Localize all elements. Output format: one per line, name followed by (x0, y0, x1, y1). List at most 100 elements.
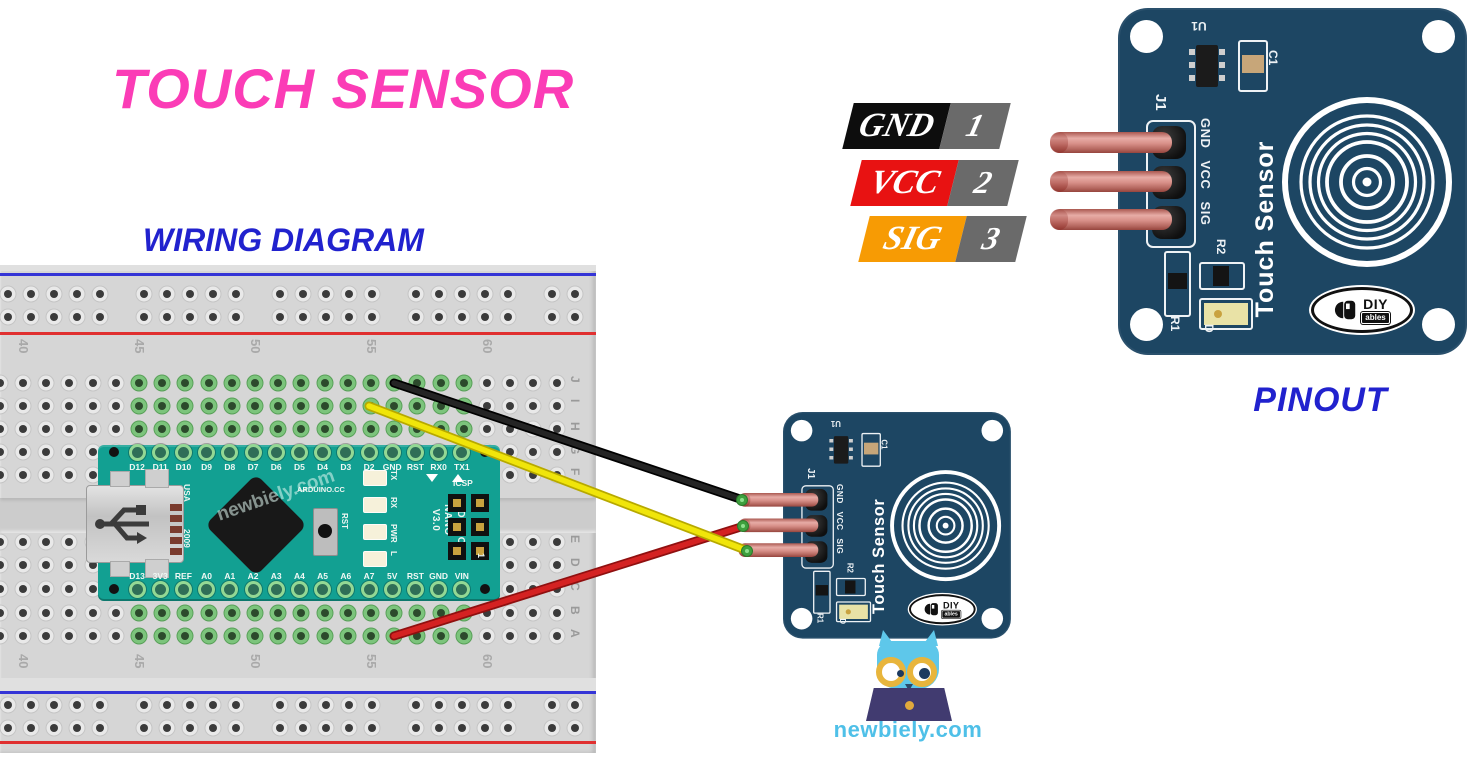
breadboard-hole-active (459, 425, 468, 433)
breadboard-hole-active (459, 402, 468, 410)
nano-pin-gnd (386, 446, 398, 458)
breadboard-hole (276, 313, 284, 321)
r1-ref-label: R1 (1168, 316, 1182, 332)
usb-shield-tab (110, 561, 130, 577)
breadboard-hole (163, 724, 171, 732)
breadboard-hole (88, 471, 97, 479)
breadboard-hole (140, 724, 148, 732)
breadboard-hole (111, 632, 120, 640)
nano-pin-d4 (317, 446, 329, 458)
breadboard-hole-active (204, 609, 213, 617)
breadboard-hole-active (181, 632, 190, 640)
breadboard-hole (42, 402, 51, 410)
c1-ref-label: C1 (879, 439, 889, 450)
reset-label: RST (340, 513, 349, 529)
nano-pin-label: RST (406, 462, 424, 472)
nano-pin-label: RST (406, 571, 424, 581)
breadboard-hole (458, 290, 466, 298)
row-letter-label: D (568, 558, 582, 567)
breadboard-hole (552, 632, 561, 640)
touch-pad-icon (1282, 97, 1452, 267)
breadboard-hole-active (135, 609, 143, 617)
breadboard-hole (88, 561, 97, 569)
breadboard-hole (345, 724, 353, 732)
nano-pin-label: VIN (454, 571, 469, 581)
breadboard-hole (506, 561, 515, 569)
breadboard-hole (368, 724, 376, 732)
mount-hole (1130, 20, 1163, 53)
breadboard-hole-active (320, 609, 329, 617)
breadboard-hole-active (251, 425, 259, 433)
usb-shield-tab (145, 469, 169, 488)
touch-sensor-pinout-view: U1 C1 J1 GND VCC SIG R1 R2 D Touch Senso… (1050, 8, 1467, 355)
breadboard-hole-active (204, 632, 213, 640)
nano-pin-rx0 (433, 446, 445, 458)
breadboard-hole-active (204, 425, 213, 433)
icsp-header-pin (448, 518, 466, 536)
wiring-diagram-label: WIRING DIAGRAM (143, 222, 424, 258)
nano-pin-a7 (363, 583, 375, 595)
usa-label: USA (182, 484, 192, 502)
breadboard-hole (529, 402, 538, 410)
breadboard-hole (19, 425, 27, 433)
nano-pin-label: TX1 (454, 462, 470, 472)
breadboard-hole (412, 313, 420, 321)
sensor-header-pin-vcc (1050, 171, 1172, 192)
diyables-logo: DIY ables (909, 594, 976, 625)
breadboard-hole (65, 402, 74, 410)
nano-pin-label: RX0 (430, 462, 447, 472)
power-rail-blue-line-top (0, 273, 596, 276)
nano-pin-a6 (340, 583, 352, 595)
breadboard-hole-active (181, 379, 190, 387)
nano-pin-label: GND (382, 462, 402, 472)
breadboard-hole (506, 585, 515, 593)
breadboard-hole (571, 290, 579, 298)
breadboard-hole (481, 290, 489, 298)
breadboard-divider (0, 678, 596, 691)
nano-pin-label: D8 (224, 462, 236, 472)
icsp-header-pin (471, 518, 489, 536)
touch-sensor-wiring-view: U1 C1 J1 GND VCC SIG R1 R2 D Touch Senso… (738, 412, 1011, 639)
breadboard-hole (483, 609, 491, 617)
badge-pin-number: 3 (955, 216, 1027, 262)
breadboard-hole (140, 701, 148, 709)
mount-hole (1422, 20, 1455, 53)
sensor-header-pin-sig (738, 543, 819, 557)
breadboard-hole (4, 313, 12, 321)
breadboard-hole (552, 448, 561, 456)
icsp-header-pin (448, 494, 466, 512)
breadboard-hole (4, 290, 12, 298)
breadboard-hole-active (274, 609, 283, 617)
row-letter-label: B (568, 606, 582, 615)
model-line: V3.0 (430, 508, 441, 532)
breadboard-hole (506, 471, 515, 479)
breadboard-hole (19, 585, 27, 593)
breadboard-hole (322, 724, 330, 732)
breadboard-hole (481, 724, 489, 732)
breadboard-hole-active (367, 379, 375, 387)
breadboard-hole (0, 538, 4, 546)
usb-shield-tab (145, 559, 169, 578)
usb-contact (170, 515, 182, 522)
breadboard-hole (299, 313, 307, 321)
tx-led (363, 470, 387, 486)
sensor-pin-names: GND VCC SIG (835, 483, 846, 555)
breadboard-hole (19, 379, 27, 387)
breadboard-hole (435, 313, 443, 321)
breadboard-hole-active (297, 609, 306, 617)
nano-pin-d3 (340, 446, 352, 458)
nano-pin-d9 (201, 446, 213, 458)
pwr-led (363, 524, 387, 540)
breadboard-hole-active (436, 402, 445, 410)
breadboard-hole (19, 538, 27, 546)
breadboard-hole-active (297, 379, 306, 387)
breadboard-hole (0, 425, 4, 433)
breadboard-hole (140, 290, 148, 298)
breadboard-hole-active (274, 425, 283, 433)
breadboard-hole (163, 290, 171, 298)
nano-pin-label: A5 (317, 571, 329, 581)
breadboard-hole (458, 313, 466, 321)
touch-pad-icon (890, 470, 1002, 582)
breadboard-hole-active (413, 402, 422, 410)
